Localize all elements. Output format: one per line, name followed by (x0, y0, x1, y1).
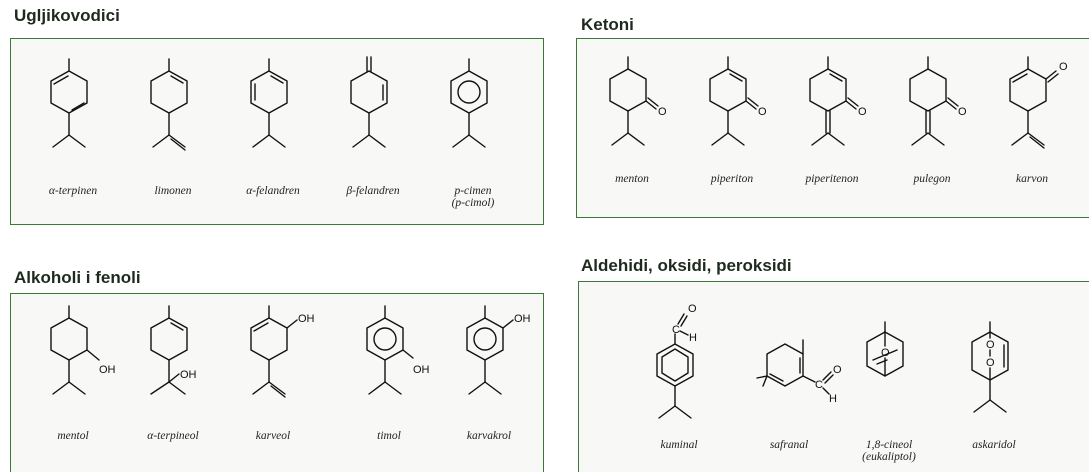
molecule-beta-phellandrene: β-felandren (323, 39, 423, 224)
molecule-name: menton (615, 173, 649, 185)
ketones-title: Ketoni (581, 15, 634, 34)
molecule-cuminal: O C H kuminal (629, 282, 729, 472)
molecule-name: piperiton (710, 173, 754, 185)
molecule-carvacrol: OH karvakrol (439, 294, 539, 472)
molecule-name: karveol (255, 430, 291, 442)
structure-carvone: O (1009, 56, 1068, 149)
molecule-carveol: OH karveol (223, 294, 323, 472)
molecule-alpha-phellandrene: α-felandren (223, 39, 323, 224)
molecule-name: α-terpineol (147, 430, 199, 442)
molecule-name: karvon (1016, 173, 1048, 185)
oxygen-label: O (833, 364, 842, 376)
molecule-name: piperitenon (805, 173, 859, 185)
alcohols-panel: OH mentol OH α-terpineol OH (10, 293, 544, 472)
hydroxyl-label: OH (99, 364, 116, 376)
molecule-alpha-terpinene: α-terpinen (23, 39, 123, 224)
hydroxyl-label: OH (413, 364, 430, 376)
structure-piperitenone: O (809, 56, 867, 146)
hydroxyl-label: OH (298, 313, 315, 325)
structure-pulegone: O (909, 56, 967, 146)
molecule-carvone: O karvon (982, 39, 1082, 217)
molecule-name: timol (377, 430, 401, 442)
structure-alpha-terpinene (50, 58, 88, 148)
molecule-name: 1,8-cineol (eukaliptol) (862, 439, 916, 463)
structure-cuminal: O C H (656, 303, 697, 419)
oxygen-label: O (881, 347, 890, 359)
molecule-name: α-felandren (246, 185, 300, 197)
hydrogen-label: H (689, 332, 697, 344)
structure-carveol: OH (250, 305, 315, 398)
molecule-name: mentol (57, 430, 89, 442)
molecule-thymol: OH timol (339, 294, 439, 472)
structure-1-8-cineole: O (866, 321, 904, 377)
molecule-menthone: O menton (582, 39, 682, 217)
molecule-name: safranal (769, 439, 809, 451)
molecule-menthol: OH mentol (23, 294, 123, 472)
structure-ascaridole: O O (971, 321, 1009, 413)
carbon-label: C (672, 324, 680, 336)
structure-beta-phellandrene (350, 56, 388, 148)
molecule-1-8-cineole: O 1,8-cineol (eukaliptol) (839, 282, 939, 472)
molecule-pulegone: O pulegon (882, 39, 982, 217)
molecule-limonene: limonen (123, 39, 223, 224)
molecule-piperitone: O piperiton (682, 39, 782, 217)
oxygen-label: O (1059, 61, 1068, 73)
structure-menthone: O (609, 56, 667, 146)
alcohols-title: Alkoholi i fenoli (14, 268, 141, 287)
structure-safranal: C O H (756, 339, 842, 405)
carbon-label: C (815, 379, 823, 391)
aldehydes-title: Aldehidi, oksidi, peroksidi (581, 256, 792, 275)
molecule-piperitenone: O piperitenon (782, 39, 882, 217)
structure-piperitone: O (709, 56, 767, 146)
structure-p-cymene (450, 58, 488, 148)
molecule-alpha-terpineol: OH α-terpineol (123, 294, 223, 472)
aldehydes-panel: O C H kuminal C O (578, 281, 1089, 472)
oxygen-label: O (758, 106, 767, 118)
structure-limonene (150, 58, 188, 151)
molecule-ascaridole: O O askaridol (944, 282, 1044, 472)
hydrogen-label: H (829, 393, 837, 405)
oxygen-label: O (986, 339, 995, 351)
structure-alpha-terpineol: OH (150, 305, 197, 395)
structure-carvacrol: OH (466, 305, 531, 395)
molecule-name: β-felandren (346, 185, 400, 197)
molecule-safranal: C O H safranal (739, 282, 842, 472)
structure-alpha-phellandrene (250, 58, 288, 148)
ketones-panel: O menton O piperiton O (576, 38, 1089, 218)
molecule-name: karvakrol (466, 430, 512, 442)
structure-thymol: OH (366, 305, 430, 395)
hydroxyl-label: OH (180, 369, 197, 381)
molecule-name: pulegon (913, 173, 951, 185)
molecule-name: limonen (154, 185, 192, 197)
hydrocarbons-panel: α-terpinen limonen α-felandren (10, 38, 544, 225)
molecule-name: kuminal (660, 439, 698, 451)
oxygen-label: O (858, 106, 867, 118)
molecule-p-cymene: p-cimen (p-cimol) (423, 39, 523, 224)
oxygen-label: O (986, 357, 995, 369)
structure-menthol: OH (50, 305, 116, 395)
hydrocarbons-title: Ugljikovodici (14, 6, 120, 25)
molecule-name: p-cimen (p-cimol) (451, 185, 495, 209)
oxygen-label: O (688, 303, 697, 315)
oxygen-label: O (958, 106, 967, 118)
molecule-name: α-terpinen (48, 185, 98, 197)
oxygen-label: O (658, 106, 667, 118)
hydroxyl-label: OH (514, 313, 531, 325)
molecule-name: askaridol (972, 439, 1016, 451)
